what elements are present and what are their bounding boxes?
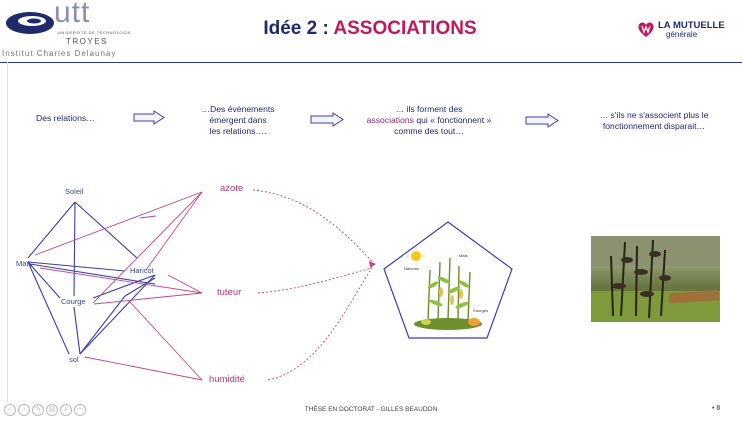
step-evenements: …Des évènements émergent dans les relati… [183,104,293,138]
title-accent: ASSOCIATIONS [333,18,477,39]
pink-network-edges [34,191,203,381]
blue-network-edges [27,201,156,355]
presentation-controls: ‹ › ✎ ▤ ⌕ ⋯ [4,404,86,416]
page-number: • 8 [712,405,721,412]
mutuelle-name: LA MUTUELLE [658,20,725,31]
step-associations-line2: associations qui « fonctionnent » [348,115,510,126]
associations-word: associations [366,115,414,126]
step-associations-line1: … ils forment des [395,104,463,114]
utt-institute: Institut Charles Delaunay [2,49,117,58]
emergent-azote: azote [220,183,244,194]
pen-icon[interactable]: ✎ [32,404,44,416]
footer-text: THÈSE EN DOCTORAT - GILLES BEAUDON [304,406,438,413]
previous-icon[interactable]: ‹ [4,404,16,416]
header-bar: utt UNIVERSITÉ DE TECHNOLOGIE TROYES Ins… [0,0,742,63]
arrow-right-icon [310,112,344,127]
emergent-humidite: humidité [209,374,245,385]
pages-icon[interactable]: ▤ [46,404,58,416]
sun-icon [411,251,421,261]
step-evenements-line2: émergent dans [209,115,267,126]
arrow-right-icon [525,113,559,128]
emergent-tuteur: tuteur [217,287,242,298]
left-edge-line [7,62,8,402]
next-icon[interactable]: › [18,404,30,416]
node-haricot: Haricot [130,266,154,275]
step-evenements-line3: les relations…. [209,126,267,137]
step-disparait-line1: … s'ils ne s'associent plus le [599,110,709,120]
step-evenements-line1: …Des évènements [201,104,275,114]
title-prefix: Idée 2 : [263,18,334,39]
node-courge: Courge [61,297,86,306]
utt-logo: utt UNIVERSITÉ DE TECHNOLOGIE TROYES Ins… [2,0,132,60]
mutuelle-logo: LA MUTUELLE générale [636,18,736,48]
node-mais: Maïs [16,259,33,268]
utt-city: TROYES [66,37,108,46]
plants-illustration [407,247,482,330]
zoom-icon[interactable]: ⌕ [60,404,72,416]
dashed-connectors [252,189,376,381]
node-sol: sol [69,355,79,364]
step-disparait-line2: fonctionnement disparait… [602,121,706,132]
mutuelle-heart-icon [638,22,654,37]
arrowhead-icon [369,261,376,268]
pentagon-label-mais: Maïs [459,253,468,258]
step-disparait: … s'ils ne s'associent plus le fonctionn… [576,110,732,132]
utt-swoosh-icon [6,12,54,34]
step-associations-line3: comme des tout… [394,126,464,137]
slide-title: Idée 2 : ASSOCIATIONS [200,18,540,40]
step-relations: Des relations… [36,113,95,123]
utt-subtitle: UNIVERSITÉ DE TECHNOLOGIE [58,30,132,35]
more-icon[interactable]: ⋯ [74,404,86,416]
arrow-right-icon [133,110,165,125]
associations-rest: qui « fonctionnent » [413,115,492,126]
mutuelle-sub: générale [666,30,698,39]
withered-plants-image [591,236,720,322]
utt-wordmark: utt [54,0,91,29]
step-associations: … ils forment des associations qui « fon… [348,104,510,138]
pentagon-label-haricots: Haricots [404,266,419,271]
pentagon-label-courges: Courges [473,308,488,313]
node-soleil: Soleil [65,187,84,196]
withered-plants-photo [591,236,720,322]
